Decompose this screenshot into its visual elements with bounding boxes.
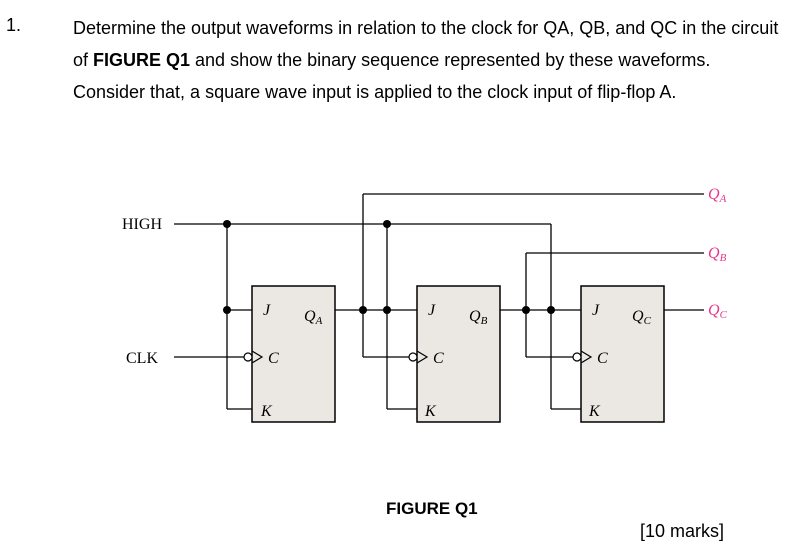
- ffc-q-label: QC: [632, 308, 652, 327]
- high-label: HIGH: [122, 216, 162, 233]
- ffa-j-label: J: [263, 302, 271, 319]
- ffa-q-letter: Q: [304, 308, 316, 325]
- ffc-q-letter: Q: [632, 308, 644, 325]
- question-text-part1: Determine the output waveforms in relati…: [73, 18, 779, 70]
- ffb-j-label: J: [428, 302, 436, 319]
- question-number: 1.: [6, 15, 22, 35]
- output-qb-sub: B: [720, 252, 727, 264]
- ffc-j-label: J: [592, 302, 600, 319]
- output-qc-label: QC: [708, 302, 728, 321]
- output-qa-sub: A: [719, 193, 727, 205]
- ffa-c-label: C: [268, 350, 279, 367]
- ffc-c-label: C: [597, 350, 608, 367]
- clock-inputs: [243, 350, 593, 364]
- question-text: Determine the output waveforms in relati…: [73, 12, 779, 108]
- junction-dots: [223, 220, 555, 314]
- wires: [174, 193, 704, 410]
- marks-label: [10 marks]: [640, 521, 725, 541]
- ffb-q-label: QB: [469, 308, 488, 327]
- output-qb-letter: Q: [708, 245, 720, 262]
- output-qb-label: QB: [708, 245, 727, 264]
- ffb-k-label: K: [424, 403, 437, 420]
- flipflop-b-box: [416, 285, 501, 423]
- output-qa-label: QA: [708, 186, 727, 205]
- clk-label: CLK: [126, 350, 158, 367]
- question-text-part2: and show the binary sequence represented…: [73, 50, 711, 102]
- figure-reference: FIGURE Q1: [93, 50, 191, 70]
- ffb-q-letter: Q: [469, 308, 481, 325]
- flipflop-a-box: [251, 285, 336, 423]
- output-qa-letter: Q: [708, 186, 720, 203]
- flipflop-c-box: [580, 285, 665, 423]
- ffc-q-sub: C: [644, 315, 652, 327]
- ffb-c-label: C: [433, 350, 444, 367]
- ffa-q-label: QA: [304, 308, 323, 327]
- ffa-q-sub: A: [315, 315, 323, 327]
- ffa-k-label: K: [260, 403, 273, 420]
- ffb-q-sub: B: [481, 315, 488, 327]
- output-qc-sub: C: [720, 309, 728, 321]
- output-qc-letter: Q: [708, 302, 720, 319]
- ffc-k-label: K: [588, 403, 601, 420]
- figure-caption: FIGURE Q1: [386, 499, 478, 518]
